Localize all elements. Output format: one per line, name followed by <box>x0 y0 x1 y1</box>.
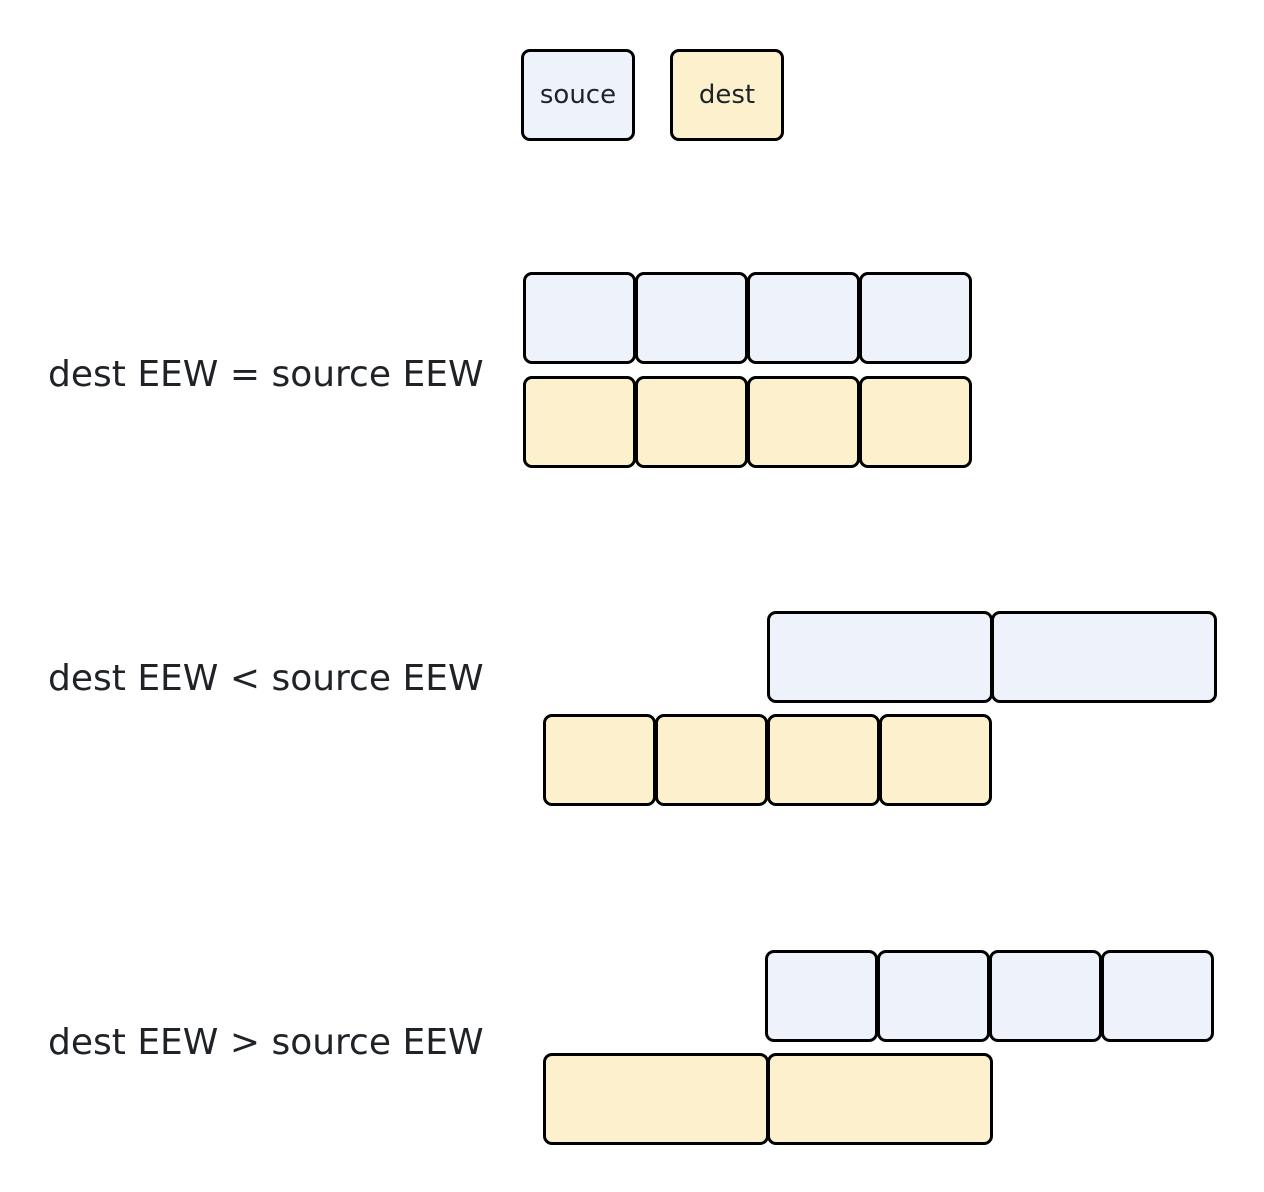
dest-element <box>543 714 656 806</box>
legend-dest-box: dest <box>670 49 784 141</box>
row-label-greater: dest EEW > source EEW <box>48 1022 484 1063</box>
legend-source-label: souce <box>539 80 617 110</box>
source-element <box>523 272 636 364</box>
source-element <box>765 950 878 1042</box>
legend-dest-label: dest <box>698 80 756 110</box>
dest-element <box>767 1053 993 1145</box>
dest-element <box>523 376 636 468</box>
source-element <box>859 272 972 364</box>
source-element <box>989 950 1102 1042</box>
source-element <box>767 611 993 703</box>
source-element <box>635 272 748 364</box>
row-label-less: dest EEW < source EEW <box>48 658 484 699</box>
source-element <box>991 611 1217 703</box>
row-label-equal: dest EEW = source EEW <box>48 354 484 395</box>
dest-element <box>543 1053 769 1145</box>
dest-element <box>767 714 880 806</box>
legend-source-box: souce <box>521 49 635 141</box>
dest-element <box>635 376 748 468</box>
dest-element <box>747 376 860 468</box>
dest-element <box>655 714 768 806</box>
source-element <box>877 950 990 1042</box>
dest-element <box>879 714 992 806</box>
source-element <box>747 272 860 364</box>
dest-element <box>859 376 972 468</box>
source-element <box>1101 950 1214 1042</box>
